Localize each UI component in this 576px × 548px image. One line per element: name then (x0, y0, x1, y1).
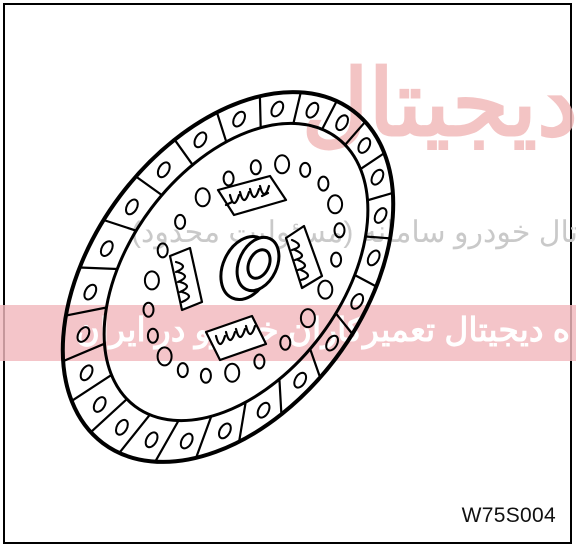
segment-line (64, 306, 108, 317)
rivet-hole (79, 364, 94, 382)
segment-line (238, 401, 247, 443)
watermark-band-text: ه دیجیتال تعمیرکاران خودرو در ایران (75, 311, 570, 348)
plate-hole (333, 222, 346, 239)
plate-hole (327, 194, 344, 215)
segment-line (195, 415, 213, 459)
plate-hole (156, 242, 169, 259)
rivet-hole (256, 401, 271, 419)
segment-line (102, 218, 138, 232)
segment-line (353, 273, 378, 288)
segment-line (62, 342, 106, 363)
plate-hole (199, 367, 212, 384)
rivet-hole (99, 240, 114, 257)
plate-hole (222, 170, 235, 187)
rivet-hole (270, 100, 285, 118)
segment-line (78, 266, 119, 271)
rivet-hole (357, 137, 372, 154)
segment-line (258, 95, 262, 129)
segment-line (366, 191, 394, 202)
damper-spring-top (216, 174, 288, 217)
segment-line (334, 312, 354, 336)
segment-line (70, 373, 113, 402)
plate-hole (274, 154, 291, 175)
segment-line (89, 398, 129, 434)
rivet-hole (325, 334, 339, 352)
segment-line (118, 413, 151, 454)
plate-hole (330, 251, 343, 268)
segment-line (359, 152, 386, 171)
rivet-hole (293, 371, 308, 389)
plate-hole (299, 161, 312, 178)
rivet-hole (370, 168, 385, 186)
plate-hole (317, 279, 334, 300)
plate-hole (299, 308, 316, 329)
rivet-hole (373, 207, 388, 224)
damper-spring-left (168, 246, 204, 312)
rivet-hole (366, 249, 381, 267)
rivet-hole (232, 110, 246, 128)
rivet-hole (144, 431, 159, 449)
plate-hole (156, 346, 173, 367)
rivet-hole (350, 293, 365, 310)
segment-line (173, 138, 194, 166)
rivet-hole (179, 432, 194, 450)
segment-line (364, 235, 392, 240)
plate-hole (224, 362, 241, 383)
disc-outer-edge (60, 90, 396, 464)
lining-segment-lines (62, 91, 394, 463)
segment-line (321, 99, 338, 131)
segment-line (215, 111, 228, 143)
rivet-hole (218, 422, 232, 440)
segment-line (344, 120, 367, 146)
segment-line (134, 175, 163, 197)
rivet-hole (83, 283, 98, 301)
rivet-hole (115, 418, 129, 436)
rivet-hole (335, 114, 349, 132)
figure-code-label: W75S004 (461, 504, 556, 527)
plate-hole (249, 159, 262, 176)
segment-line (292, 91, 302, 125)
damper-spring-bottom (204, 314, 268, 362)
rivet-hole (156, 161, 171, 179)
plate-hole (317, 175, 330, 192)
segment-line (278, 378, 283, 416)
lining-inner-edge (102, 121, 370, 423)
rivet-hole (305, 101, 320, 119)
damper-spring-right (284, 224, 324, 290)
rivet-hole (193, 131, 208, 149)
plate-hole (194, 187, 211, 208)
rivet-hole (125, 198, 139, 216)
watermark-logo-text: دیجیتال (301, 53, 576, 155)
plate-hole (176, 362, 189, 379)
lining-rivet-holes (76, 100, 388, 450)
plate-hole (174, 213, 187, 230)
hub-plate-holes (142, 154, 346, 384)
watermark-band (0, 305, 576, 361)
plate-hole (146, 327, 159, 344)
segment-line (309, 347, 322, 379)
plate-hole (143, 270, 160, 291)
plate-hole (279, 334, 292, 351)
rivet-hole (76, 326, 91, 343)
rivet-hole (92, 396, 107, 413)
watermark-subtitle-text: تال خودرو سامانه (مسئولیت محدود) (131, 216, 576, 249)
segment-line (154, 419, 180, 463)
plate-hole (253, 353, 266, 370)
center-hub (219, 235, 281, 301)
plate-hole (142, 301, 155, 318)
